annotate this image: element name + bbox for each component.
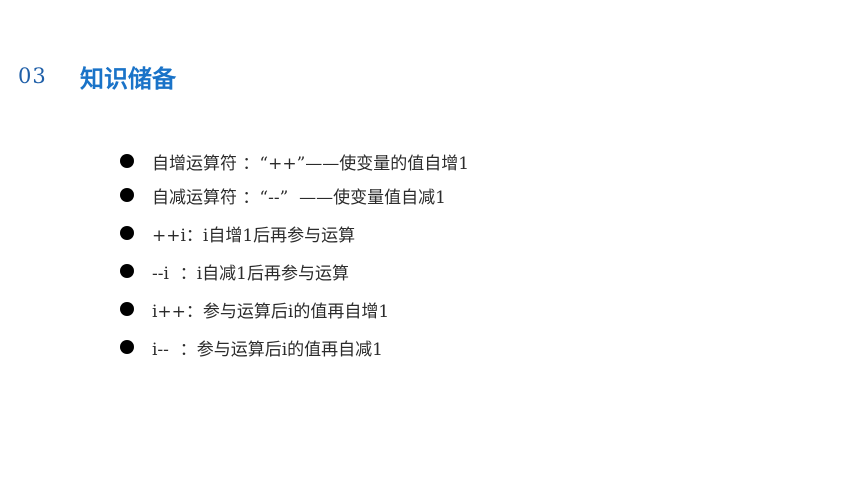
list-item: --i ：i自减1后再参与运算 bbox=[120, 258, 469, 284]
section-header: 03 知识储备 bbox=[18, 56, 176, 96]
bullet-icon bbox=[120, 302, 134, 316]
bullet-list: 自增运算符 ：“++”——使变量的值自增1 自减运算符 ：“--” ——使变量值… bbox=[120, 148, 469, 360]
bullet-text: ++i：i自增1后再参与运算 bbox=[152, 225, 356, 246]
list-item: 自减运算符 ：“--” ——使变量值自减1 bbox=[120, 182, 469, 208]
section-title: 知识储备 bbox=[80, 64, 176, 93]
bullet-icon bbox=[120, 154, 134, 168]
bullet-text: i-- ：参与运算后i的值再自减1 bbox=[152, 339, 383, 360]
bullet-text: 自增运算符 ：“++”——使变量的值自增1 bbox=[152, 153, 470, 174]
section-number: 03 bbox=[18, 64, 47, 88]
list-item: ++i：i自增1后再参与运算 bbox=[120, 220, 469, 246]
list-item: i-- ：参与运算后i的值再自减1 bbox=[120, 334, 469, 360]
bullet-icon bbox=[120, 226, 134, 240]
list-item: 自增运算符 ：“++”——使变量的值自增1 bbox=[120, 148, 469, 174]
bullet-text: --i ：i自减1后再参与运算 bbox=[152, 263, 349, 284]
bullet-text: i++：参与运算后i的值再自增1 bbox=[152, 301, 390, 322]
list-item: i++：参与运算后i的值再自增1 bbox=[120, 296, 469, 322]
bullet-icon bbox=[120, 188, 134, 202]
bullet-icon bbox=[120, 264, 134, 278]
bullet-text: 自减运算符 ：“--” ——使变量值自减1 bbox=[152, 187, 446, 208]
bullet-icon bbox=[120, 340, 134, 354]
